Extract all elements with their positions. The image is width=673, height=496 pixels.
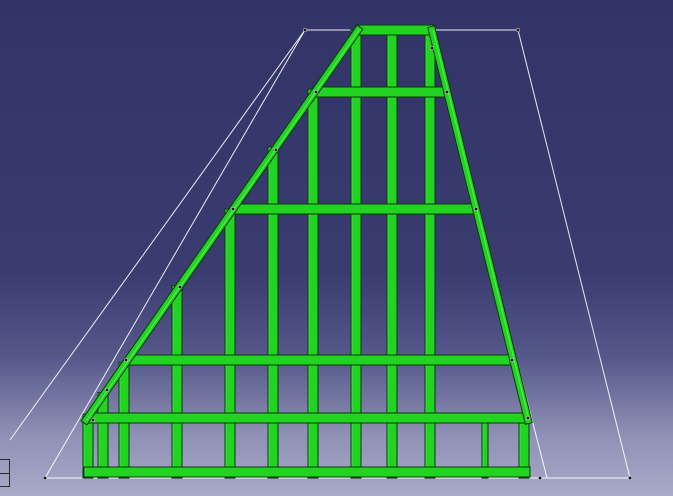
axis-compass-icon[interactable] <box>0 459 10 487</box>
horizontal-member-fill <box>86 412 531 424</box>
left-chord-highlight <box>86 29 360 421</box>
vertex-point-icon <box>90 417 96 423</box>
horizontal-member-fill <box>127 354 516 366</box>
horizontal-member-fill <box>355 24 435 36</box>
vertex-points <box>42 27 633 481</box>
construction-line <box>9 29 306 441</box>
vertex-point-icon <box>473 206 479 212</box>
vertex-point-icon <box>273 147 279 153</box>
vertex-point-icon <box>537 475 543 481</box>
vertex-point-icon <box>177 284 183 290</box>
vertical-member <box>224 208 236 479</box>
vertex-point-icon <box>230 206 236 212</box>
horizontal-member <box>231 203 479 215</box>
truss-frame[interactable] <box>80 24 533 479</box>
left-chord <box>80 24 364 426</box>
vertex-point-icon <box>123 357 129 363</box>
horizontal-member <box>127 354 516 366</box>
right-chord-fill <box>428 26 532 424</box>
vertex-point-icon <box>104 387 110 393</box>
right-chord-highlight <box>432 29 530 421</box>
vertex-point-icon <box>509 357 515 363</box>
horizontal-member <box>312 86 450 98</box>
vertical-member-fill <box>171 285 183 479</box>
horizontal-member <box>83 466 531 478</box>
vertical-member-fill <box>224 208 236 479</box>
horizontal-member-fill <box>83 466 531 478</box>
vertex-point-icon <box>444 89 450 95</box>
horizontal-member <box>355 24 435 36</box>
horizontal-member <box>86 412 531 424</box>
vertical-member-fill <box>267 146 279 479</box>
vertex-point-icon <box>429 45 435 51</box>
left-chord-fill <box>81 25 363 425</box>
construction-line <box>44 29 306 479</box>
vertex-point-icon <box>313 89 319 95</box>
horizontal-member-fill <box>231 203 479 215</box>
vertex-point-icon <box>627 475 633 481</box>
construction-line <box>517 29 631 479</box>
horizontal-member-fill <box>312 86 450 98</box>
vertex-point-icon <box>525 415 531 421</box>
vertical-member <box>267 146 279 479</box>
vertex-point-icon <box>42 475 48 481</box>
vertex-point-icon <box>302 27 308 33</box>
vertical-member <box>171 285 183 479</box>
right-chord <box>427 25 533 425</box>
vertex-point-icon <box>515 27 521 33</box>
